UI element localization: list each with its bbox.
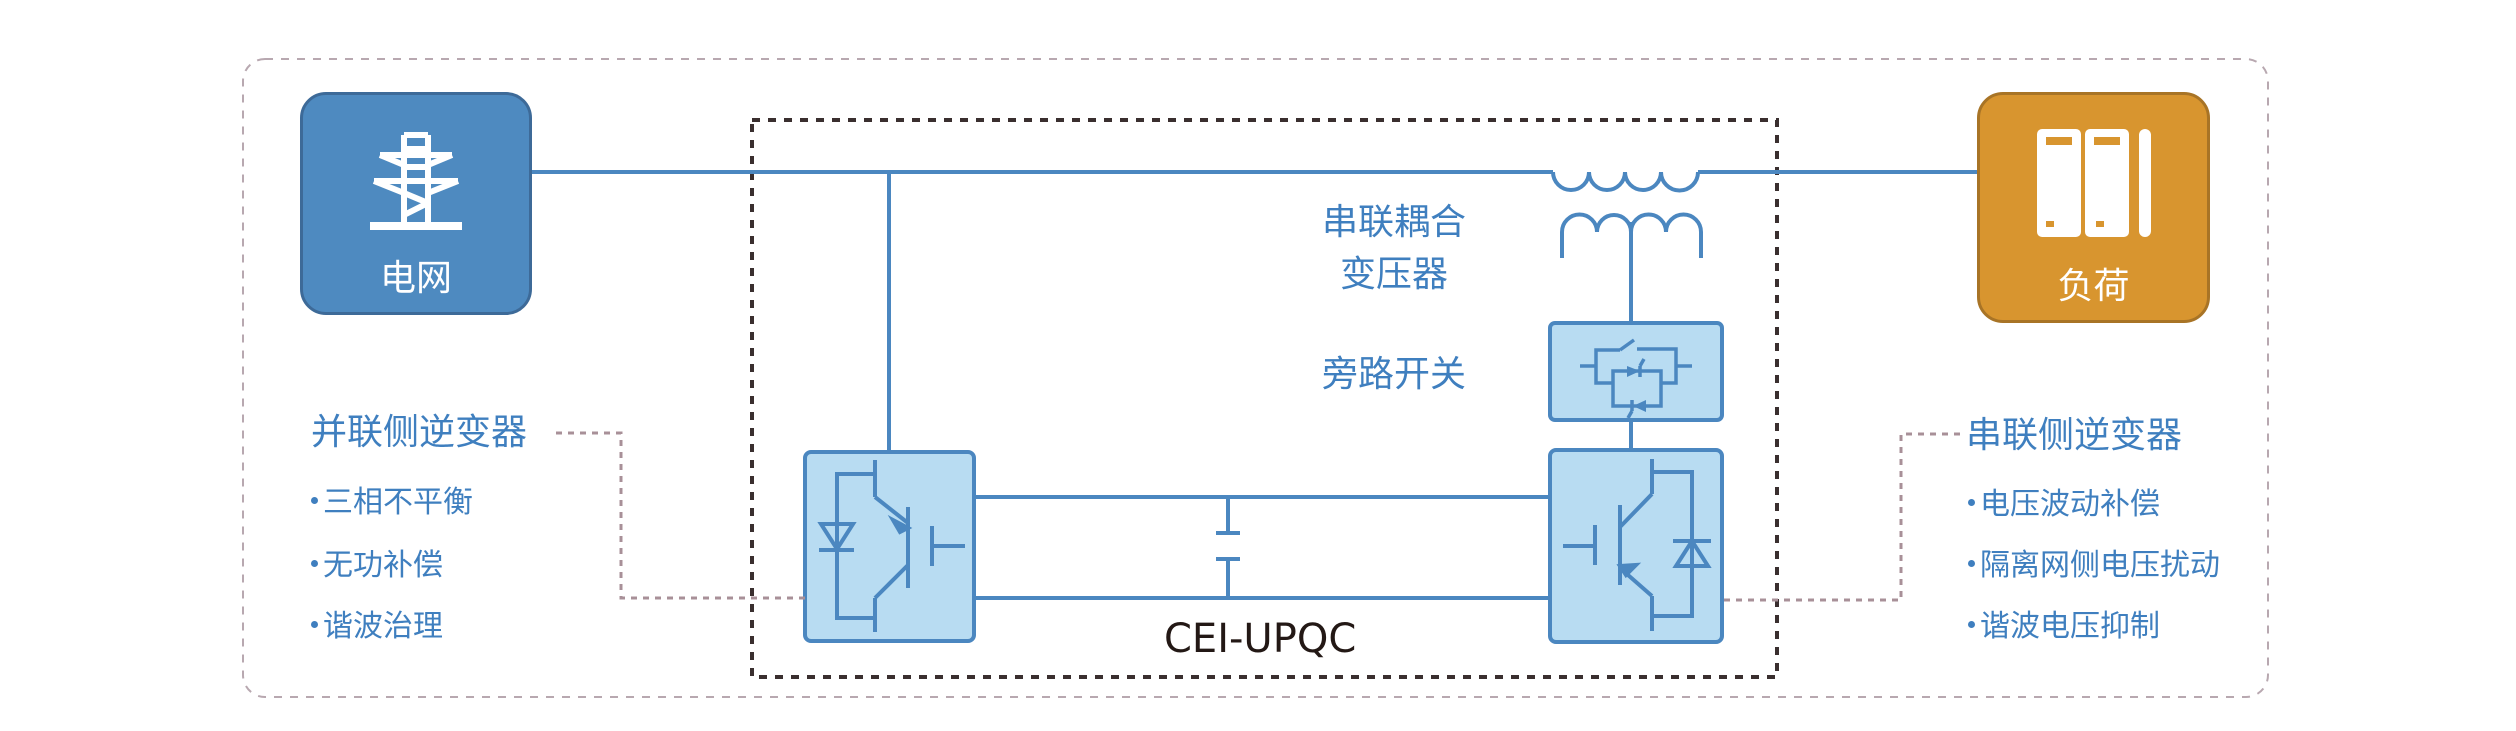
outer-frame: [242, 58, 2269, 698]
bullet-icon: [311, 560, 318, 567]
item-text: 谐波治理: [323, 609, 443, 644]
item-text: 三相不平衡: [323, 485, 473, 520]
parallel-inverter-module[interactable]: [803, 450, 976, 643]
item-text: 无功补偿: [323, 548, 443, 583]
load-label: 负荷: [2057, 266, 2130, 307]
power-tower-icon: [370, 132, 462, 230]
item-text: 隔离网侧电压扰动: [1980, 548, 2220, 583]
parallel-inverter-item: 无功补偿: [311, 549, 443, 583]
bullet-icon: [311, 497, 318, 504]
bypass-switch-module[interactable]: [1548, 321, 1724, 422]
load-cabinet-icon: [2037, 129, 2151, 237]
bullet-icon: [1968, 499, 1975, 506]
igbt-diode-icon: [1563, 459, 1712, 631]
series-inverter-item: 电压波动补偿: [1968, 488, 2160, 522]
bypass-switch-label: 旁路开关: [1321, 354, 1466, 395]
transformer-label-line2: 变压器: [1339, 254, 1448, 295]
transformer-primary-winding: [1551, 171, 1700, 193]
bullet-icon: [1968, 560, 1975, 567]
parallel-callout-connector: [556, 431, 805, 600]
bullet-icon: [311, 621, 318, 628]
series-inverter-item: 隔离网侧电压扰动: [1968, 549, 2220, 583]
series-callout-connector: [1722, 432, 1960, 602]
parallel-inverter-item: 三相不平衡: [311, 486, 473, 520]
parallel-inverter-item: 谐波治理: [311, 610, 443, 644]
series-inverter-item: 谐波电压抑制: [1968, 610, 2160, 644]
item-text: 电压波动补偿: [1980, 487, 2160, 522]
upqc-boundary: [750, 118, 1779, 679]
parallel-inverter-heading: 并联侧逆变器: [311, 412, 528, 453]
grid-node[interactable]: 电网: [300, 92, 532, 315]
dc-capacitor-icon: [1216, 497, 1240, 598]
series-inverter-heading: 串联侧逆变器: [1966, 415, 2183, 456]
grid-label: 电网: [379, 258, 452, 299]
igbt-diode-icon: [817, 460, 965, 632]
item-text: 谐波电压抑制: [1980, 609, 2160, 644]
transformer-label-line1: 串联耦合: [1321, 202, 1466, 243]
load-node[interactable]: 负荷: [1977, 92, 2210, 323]
bullet-icon: [1968, 621, 1975, 628]
series-inverter-module[interactable]: [1548, 448, 1724, 644]
product-name: CEI-UPQC: [1164, 616, 1357, 662]
